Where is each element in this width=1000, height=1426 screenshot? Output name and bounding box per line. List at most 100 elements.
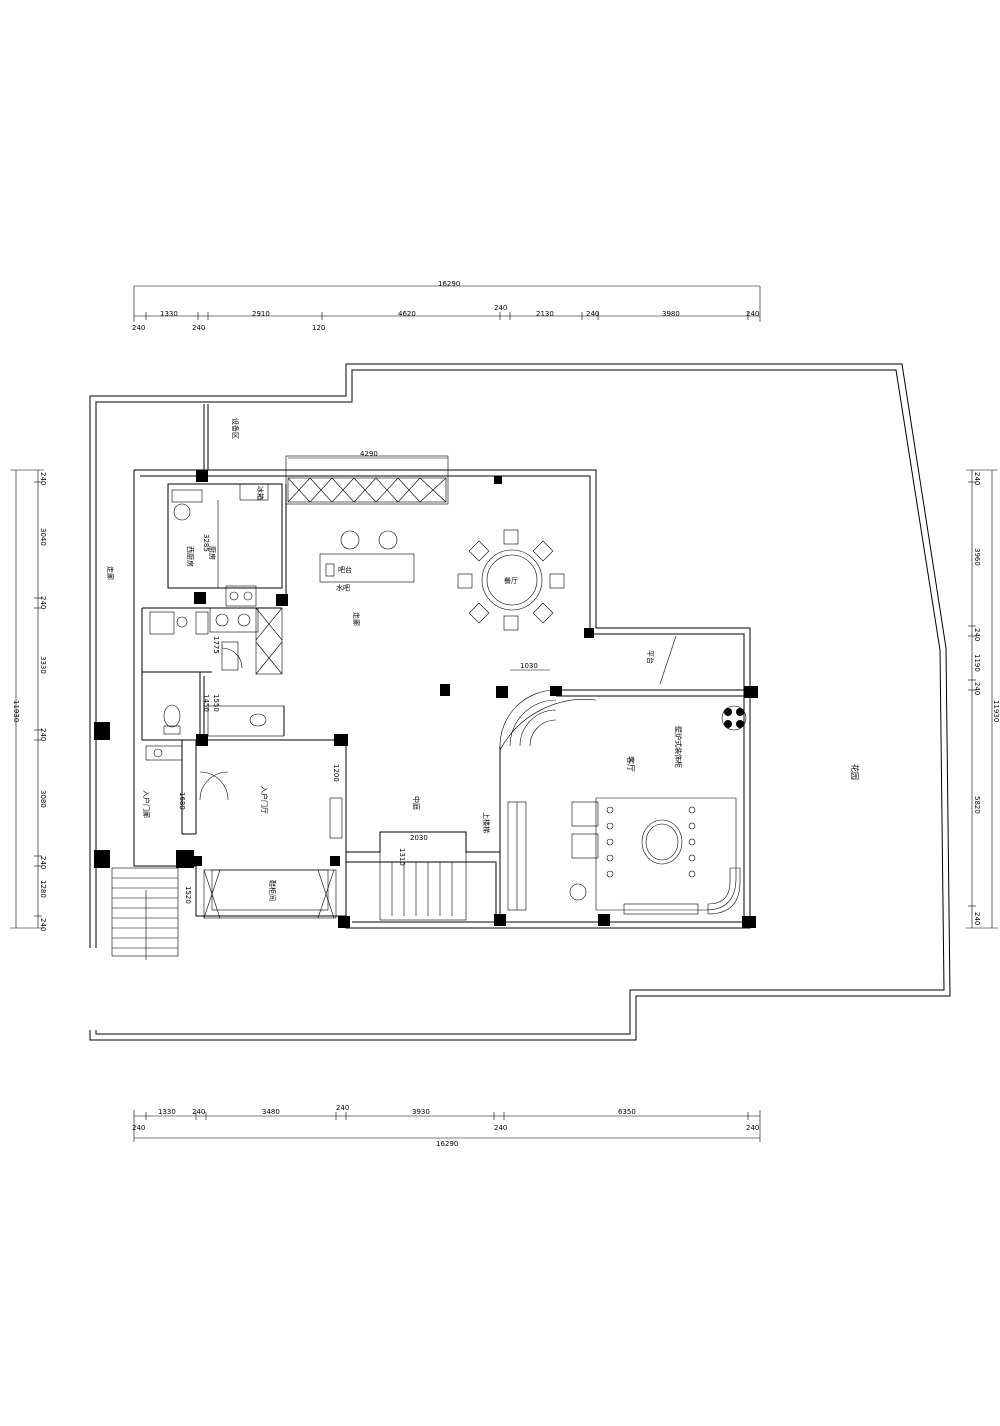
left-dimension-chain: 11930 240 3040 240 3330 240 3080 240 128… xyxy=(10,469,47,931)
kitchen-height-dim: 3285 xyxy=(202,534,210,552)
stair-width-dim: 2030 xyxy=(410,834,428,842)
top-dim: 240 xyxy=(192,324,205,332)
top-dim: 4620 xyxy=(398,310,416,318)
top-cabinet: 4290 xyxy=(285,450,449,505)
top-dim: 240 xyxy=(494,304,507,312)
right-dim: 3960 xyxy=(973,548,981,566)
right-dimension-chain: 240 3960 240 1190 240 5820 240 11930 xyxy=(966,469,1000,929)
d1680-dim: 1680 xyxy=(178,792,186,810)
label-corridor: 走廊 xyxy=(352,612,361,626)
svg-text:11930: 11930 xyxy=(12,700,20,722)
plant-icon xyxy=(721,705,747,731)
left-dim: 3040 xyxy=(39,528,47,546)
bottom-dim: 3480 xyxy=(262,1108,280,1116)
site-boundary xyxy=(89,363,951,1041)
structural-columns xyxy=(94,470,758,928)
label-middle-hall: 中庭 xyxy=(412,796,421,810)
top-dim: 240 xyxy=(132,324,145,332)
right-dim: 240 xyxy=(973,912,981,925)
column xyxy=(94,850,110,868)
label-service-area: 设备区 xyxy=(231,418,240,439)
label-terrace: 平台 xyxy=(646,650,655,664)
d1550-dim: 1550 xyxy=(212,694,220,712)
top-dim: 240 xyxy=(746,310,759,318)
label-living-room: 客厅 xyxy=(626,756,636,772)
right-dim: 5820 xyxy=(973,796,981,814)
column xyxy=(742,916,756,928)
column xyxy=(496,686,508,698)
left-dim: 240 xyxy=(39,918,47,931)
label-kitchen: 厨房 xyxy=(208,546,217,560)
column xyxy=(334,734,348,746)
d1775-dim: 1775 xyxy=(212,636,220,654)
column xyxy=(598,914,610,926)
column xyxy=(176,850,194,868)
label-entry-porch: 入户门廊 xyxy=(142,790,151,818)
opening-dim: 1030 xyxy=(520,662,538,670)
column xyxy=(330,856,340,866)
bottom-dim: 3930 xyxy=(412,1108,430,1116)
label-dining: 餐厅 xyxy=(504,576,518,585)
label-fireplace: 壁炉式装饰柜 xyxy=(674,726,683,768)
left-dim: 240 xyxy=(39,472,47,485)
bottom-dim: 240 xyxy=(746,1124,759,1132)
right-dim-overall: 11930 xyxy=(992,700,1000,722)
bottom-dim-overall: 16290 xyxy=(436,1140,458,1148)
entry-stairs xyxy=(111,867,179,960)
label-garden: 花园 xyxy=(850,764,860,780)
left-dim: 240 xyxy=(39,728,47,741)
column xyxy=(196,734,208,746)
bottom-dim: 240 xyxy=(132,1124,145,1132)
left-dim: 1280 xyxy=(39,880,47,898)
cabinet-width-dim: 4290 xyxy=(360,450,378,458)
label-fridge: 冰箱 xyxy=(256,486,265,500)
left-dim: 3330 xyxy=(39,656,47,674)
column xyxy=(744,686,758,698)
bottom-dimension-chain: 1330 240 3480 240 3930 6350 240 240 240 … xyxy=(132,1104,761,1148)
left-dim-overall: 11930 xyxy=(12,700,20,722)
room-labels: 设备区 厨房 西厨房 冰箱 餐厅 吧台 水吧 走廊 走廊 入户门厅 入户门廊 鞋… xyxy=(106,418,860,901)
bottom-dim: 6350 xyxy=(618,1108,636,1116)
top-dim: 1330 xyxy=(160,310,178,318)
house-walls xyxy=(133,404,751,929)
column xyxy=(440,684,450,696)
living-furniture xyxy=(569,797,741,915)
left-dim: 240 xyxy=(39,856,47,869)
doors xyxy=(199,647,243,801)
column xyxy=(196,470,208,482)
column xyxy=(94,722,110,740)
kitchen-fixtures xyxy=(145,483,343,839)
label-entry-foyer: 入户门厅 xyxy=(260,786,269,814)
d1520-dim: 1520 xyxy=(184,886,192,904)
right-dim: 240 xyxy=(973,682,981,695)
right-dim: 240 xyxy=(973,472,981,485)
top-dim-overall: 16290 xyxy=(438,280,460,288)
bottom-dim: 1330 xyxy=(158,1108,176,1116)
column xyxy=(494,914,506,926)
stair-height-dim: 1310 xyxy=(398,848,406,866)
column xyxy=(494,476,502,484)
inner-dimensions: 1030 2030 1310 3285 1775 1450 1550 1200 … xyxy=(178,534,550,904)
bottom-dim: 240 xyxy=(336,1104,349,1112)
column xyxy=(192,856,202,866)
top-dim: 2130 xyxy=(536,310,554,318)
d1200-dim: 1200 xyxy=(332,764,340,782)
column xyxy=(584,628,594,638)
right-dim: 240 xyxy=(973,628,981,641)
right-dim: 1190 xyxy=(973,654,981,672)
bottom-dim: 240 xyxy=(192,1108,205,1116)
top-dim: 2910 xyxy=(252,310,270,318)
terrace xyxy=(659,635,677,685)
left-dim: 240 xyxy=(39,596,47,609)
interior-stair xyxy=(391,689,597,916)
top-dimension-chain: 16290 1330 2910 4620 240 2130 240 3980 2… xyxy=(132,280,761,332)
svg-text:11930: 11930 xyxy=(992,700,1000,722)
label-stair-up: 上楼梯 xyxy=(482,812,491,833)
column xyxy=(194,592,206,604)
left-dim: 3080 xyxy=(39,790,47,808)
d1450-dim: 1450 xyxy=(202,694,210,712)
label-kitchen-sub: 西厨房 xyxy=(186,546,195,567)
label-walkway: 走廊 xyxy=(106,566,115,580)
column xyxy=(276,594,288,606)
